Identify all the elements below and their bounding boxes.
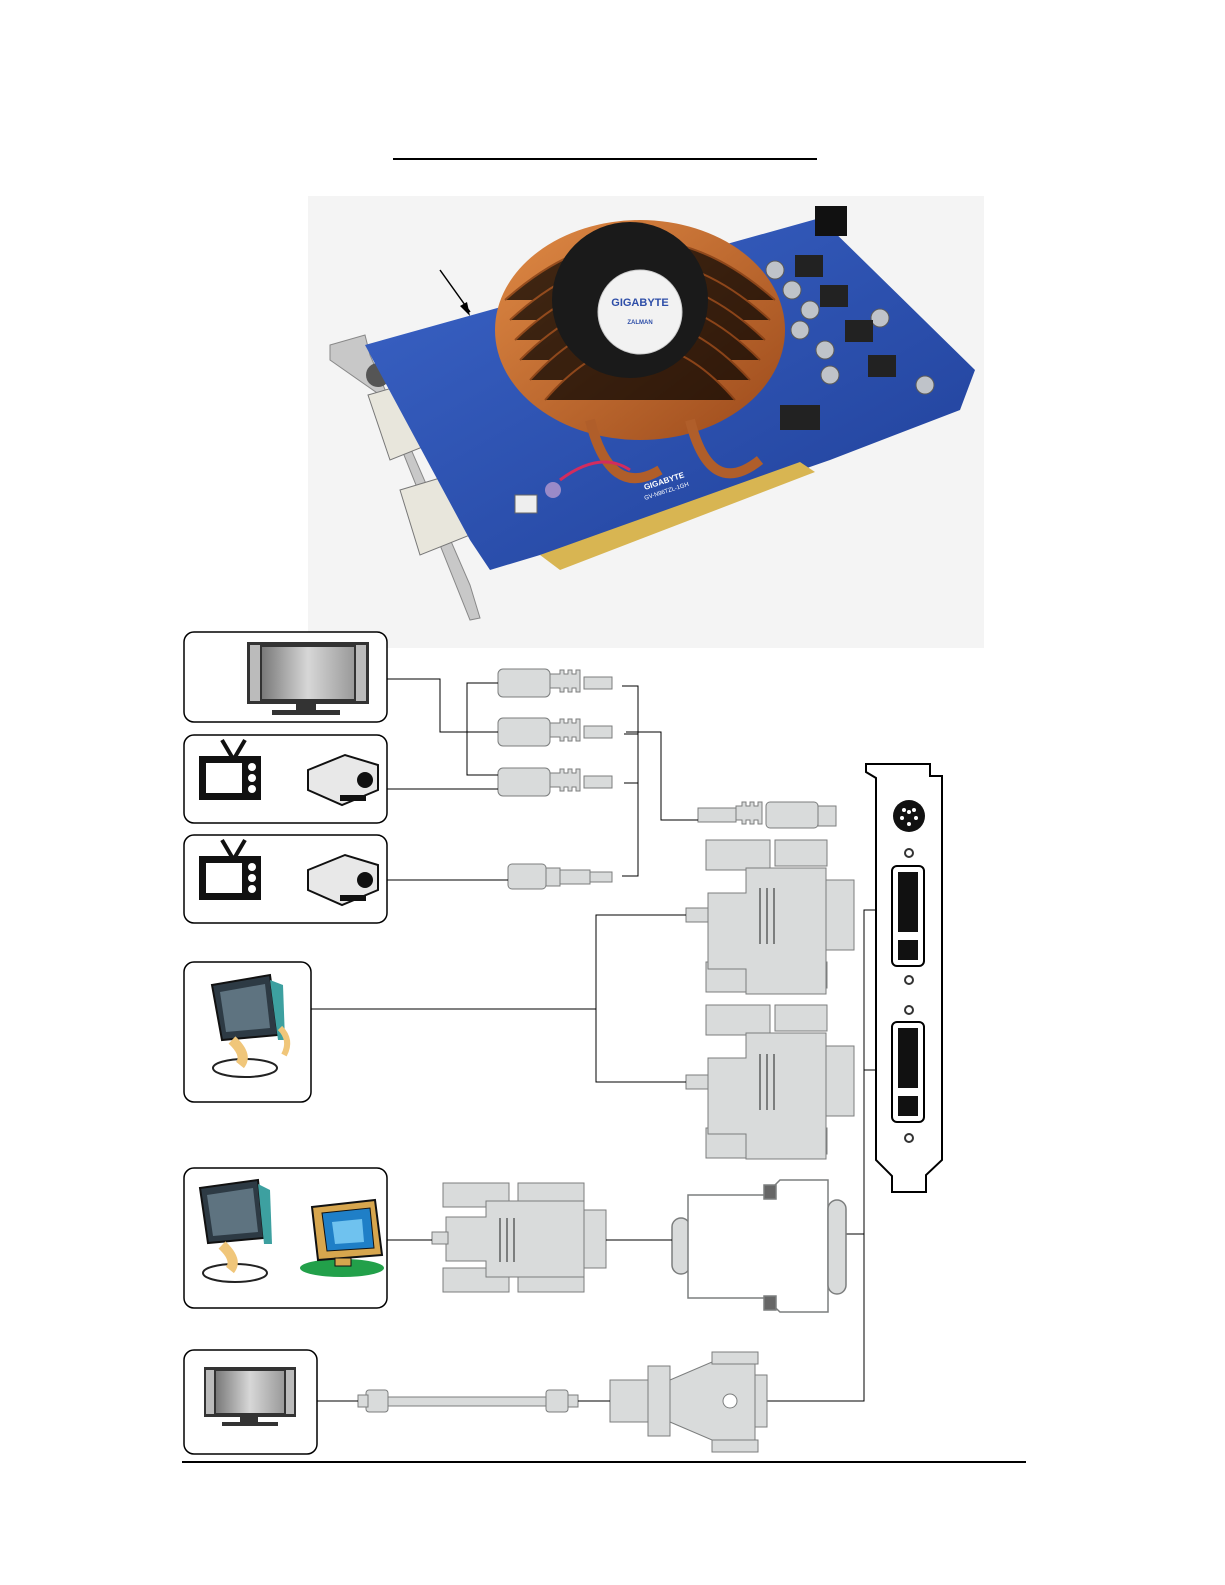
vga-cable — [432, 1183, 606, 1292]
composite-plug — [508, 864, 612, 889]
device-box-lcd-dvi — [184, 962, 311, 1102]
fan-brand-logo: GIGABYTE — [611, 297, 668, 309]
hdmi-cable-icon — [358, 1390, 578, 1412]
dvi-cable-bottom — [686, 1005, 854, 1159]
device-box-hdtv — [184, 632, 387, 722]
tv-out-port — [893, 800, 925, 832]
device-box-hdmi — [184, 1350, 317, 1454]
device-box-composite — [184, 835, 387, 923]
footer-text — [182, 1470, 1026, 1490]
dvi-vga-adapter-icon — [672, 1180, 846, 1312]
io-bracket — [866, 764, 942, 1192]
component-plugs — [498, 669, 612, 796]
device-box-vga — [184, 1168, 387, 1308]
device-box-svideo — [184, 735, 387, 823]
fan-sub-label: ZALMAN — [627, 320, 652, 326]
dvi-wires — [311, 915, 686, 1082]
dvi-i-port-1 — [892, 849, 924, 984]
tv-out-minidin-plug — [698, 802, 836, 828]
graphics-card-photo: GIGABYTE ZALMAN GIGABYTE GV-N96TZL-1GH — [308, 196, 984, 648]
dvi-i-port-2 — [892, 1006, 924, 1142]
dvi-cable-top — [686, 840, 854, 994]
dvi-hdmi-adapter-icon — [610, 1352, 767, 1452]
